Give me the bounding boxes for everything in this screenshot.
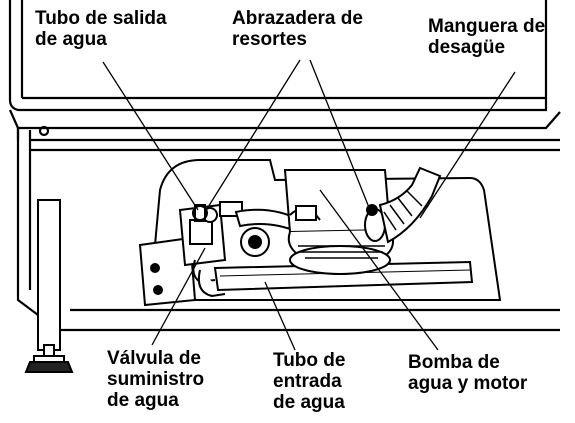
drain-hose	[378, 166, 442, 244]
valve-knob	[240, 227, 270, 257]
leader-lines	[102, 59, 516, 351]
mounting-bracket	[138, 236, 197, 307]
label-drain-hose: Manguera de desagüe	[428, 16, 546, 58]
label-inlet-tube: Tubo de entrada de agua	[273, 350, 346, 413]
label-pump-motor: Bomba de agua y motor	[408, 352, 528, 394]
label-supply-valve: Válvula de suministro de agua	[107, 348, 205, 411]
dishwasher-tub	[8, 0, 561, 140]
label-outlet-tube: Tubo de salida de agua	[35, 8, 167, 50]
label-spring-clamp: Abrazadera de resortes	[232, 8, 363, 50]
spring-clamp-left	[192, 204, 208, 222]
leveling-leg	[24, 199, 74, 373]
